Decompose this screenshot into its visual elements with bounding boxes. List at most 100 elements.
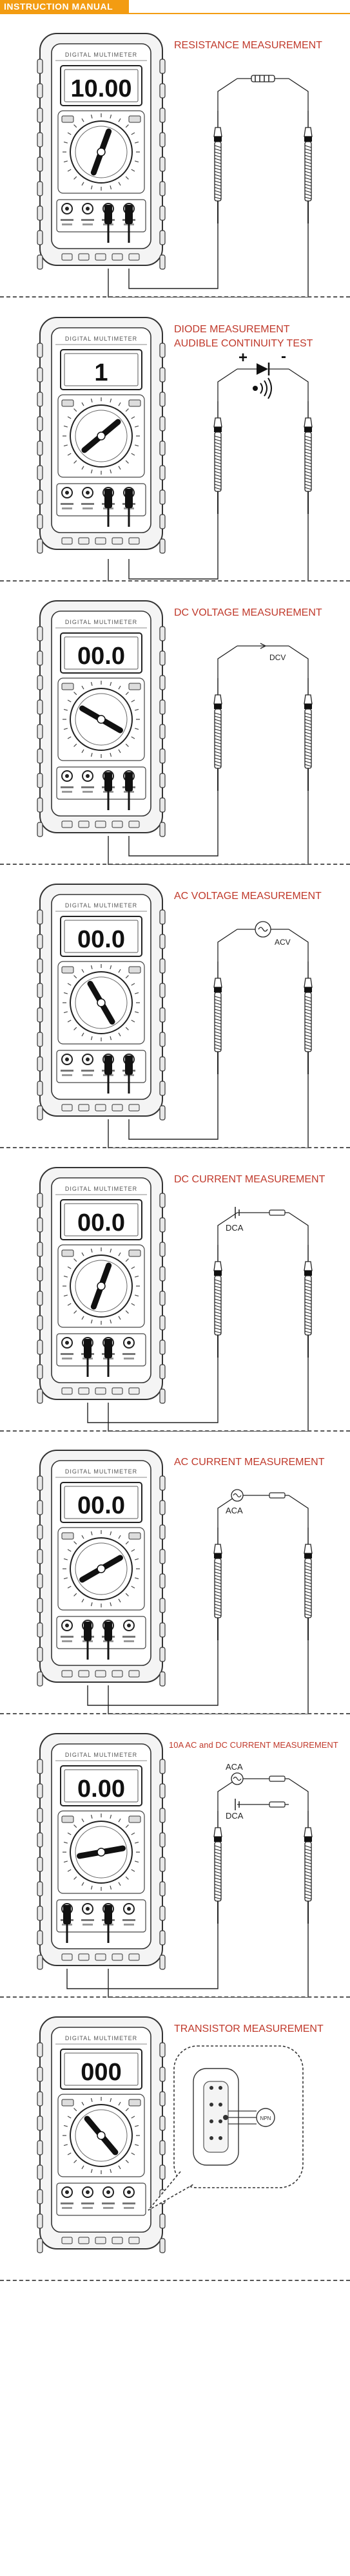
power-button[interactable] [128, 683, 141, 690]
meter-brand: DIGITAL MULTIMETER [65, 1752, 137, 1758]
probe-plug [125, 1056, 133, 1075]
probe-plug [104, 489, 112, 508]
lcd-readout: 00.0 [77, 643, 125, 670]
power-button[interactable] [128, 1532, 141, 1540]
hold-button[interactable] [61, 115, 74, 123]
current-label-2: DCA [226, 1811, 244, 1821]
probe-plug [104, 1905, 112, 1924]
meter-brand: DIGITAL MULTIMETER [65, 2035, 137, 2041]
section-title: TRANSISTOR MEASUREMENT [174, 2023, 324, 2034]
test-circuit: +- [108, 348, 309, 582]
hold-button[interactable] [61, 966, 74, 974]
test-probe [213, 1245, 222, 1358]
probe-plug [104, 1339, 112, 1358]
test-circuit [108, 75, 309, 298]
multimeter: DIGITAL MULTIMETER 00.0 [37, 884, 166, 1121]
section-dcv: DIGITAL MULTIMETER 00.0 DCV DC VOLTAGE MEAS… [0, 582, 350, 865]
test-circuit: DCA [87, 1207, 309, 1432]
test-probe [213, 1528, 222, 1640]
meter-brand: DIGITAL MULTIMETER [65, 1186, 137, 1192]
test-probe [304, 961, 313, 1074]
probe-plug [125, 205, 133, 224]
meter-brand: DIGITAL MULTIMETER [65, 336, 137, 342]
probe-plug [63, 1905, 71, 1924]
buzzer-icon [253, 377, 272, 399]
probe-plug [84, 1622, 92, 1641]
test-probe [213, 678, 222, 791]
diode-symbol [257, 363, 268, 375]
section-divider [0, 2280, 350, 2281]
probe-plug [125, 772, 133, 791]
section-title: DC VOLTAGE MEASUREMENT [174, 607, 322, 618]
section-title: DC CURRENT MEASUREMENT [174, 1174, 326, 1185]
header-bar [0, 0, 129, 13]
hfe-socket-callout: NPN [148, 2045, 304, 2211]
test-circuit: ACA DCA [66, 1762, 309, 1998]
section-acv: DIGITAL MULTIMETER 00.0 ACV AC VOLTAGE MEAS… [0, 865, 350, 1148]
hold-button[interactable] [61, 1532, 74, 1540]
multimeter: DIGITAL MULTIMETER 00.0 [37, 600, 166, 837]
test-probe [304, 1528, 313, 1640]
hold-button[interactable] [61, 2099, 74, 2107]
plus-sign: + [238, 349, 248, 366]
test-probe [304, 401, 313, 514]
lcd-readout: 1 [94, 359, 108, 386]
meter-brand: DIGITAL MULTIMETER [65, 52, 137, 58]
current-label: ACA [226, 1762, 243, 1772]
dcv-label: DCV [269, 653, 286, 662]
test-probe [213, 961, 222, 1074]
power-button[interactable] [128, 399, 141, 407]
probe-plug [104, 205, 112, 224]
hold-button[interactable] [61, 1249, 74, 1257]
power-button[interactable] [128, 1815, 141, 1823]
section-divider [0, 1147, 350, 1148]
probe-plug [125, 489, 133, 508]
minus-sign: - [281, 348, 286, 365]
section-illustration: DIGITAL MULTIMETER 00.0 ACV [37, 884, 313, 1148]
meter-brand: DIGITAL MULTIMETER [65, 619, 137, 625]
probe-plug [84, 1339, 92, 1358]
test-circuit: DCV [108, 643, 309, 865]
manual-header: INSTRUCTION MANUAL [0, 0, 350, 14]
meter-brand: DIGITAL MULTIMETER [65, 902, 137, 909]
power-button[interactable] [128, 2099, 141, 2107]
multimeter: DIGITAL MULTIMETER 1 [37, 317, 166, 554]
section-title: AC CURRENT MEASUREMENT [174, 1457, 325, 1468]
test-probe [304, 111, 313, 223]
transistor-type-label: NPN [260, 2116, 271, 2121]
hold-button[interactable] [61, 399, 74, 407]
test-probe [304, 1245, 313, 1358]
test-probe [304, 678, 313, 791]
lcd-readout: 00.0 [77, 926, 125, 953]
acv-label: ACV [275, 938, 291, 947]
power-button[interactable] [128, 966, 141, 974]
test-probe [213, 1811, 222, 1924]
hold-button[interactable] [61, 1815, 74, 1823]
power-button[interactable] [128, 115, 141, 123]
section-title: 10A AC and DC CURRENT MEASUREMENT [169, 1740, 338, 1750]
section-title: AC VOLTAGE MEASUREMENT [174, 891, 322, 902]
section-title: RESISTANCE MEASUREMENT [174, 40, 322, 51]
section-divider [0, 1996, 350, 1998]
probe-plug [104, 1056, 112, 1075]
test-probe [304, 1811, 313, 1924]
power-button[interactable] [128, 1249, 141, 1257]
meter-brand: DIGITAL MULTIMETER [65, 1468, 137, 1475]
header-title: INSTRUCTION MANUAL [4, 1, 113, 12]
current-label: DCA [226, 1223, 244, 1233]
hold-button[interactable] [61, 683, 74, 690]
header-line [0, 13, 350, 14]
